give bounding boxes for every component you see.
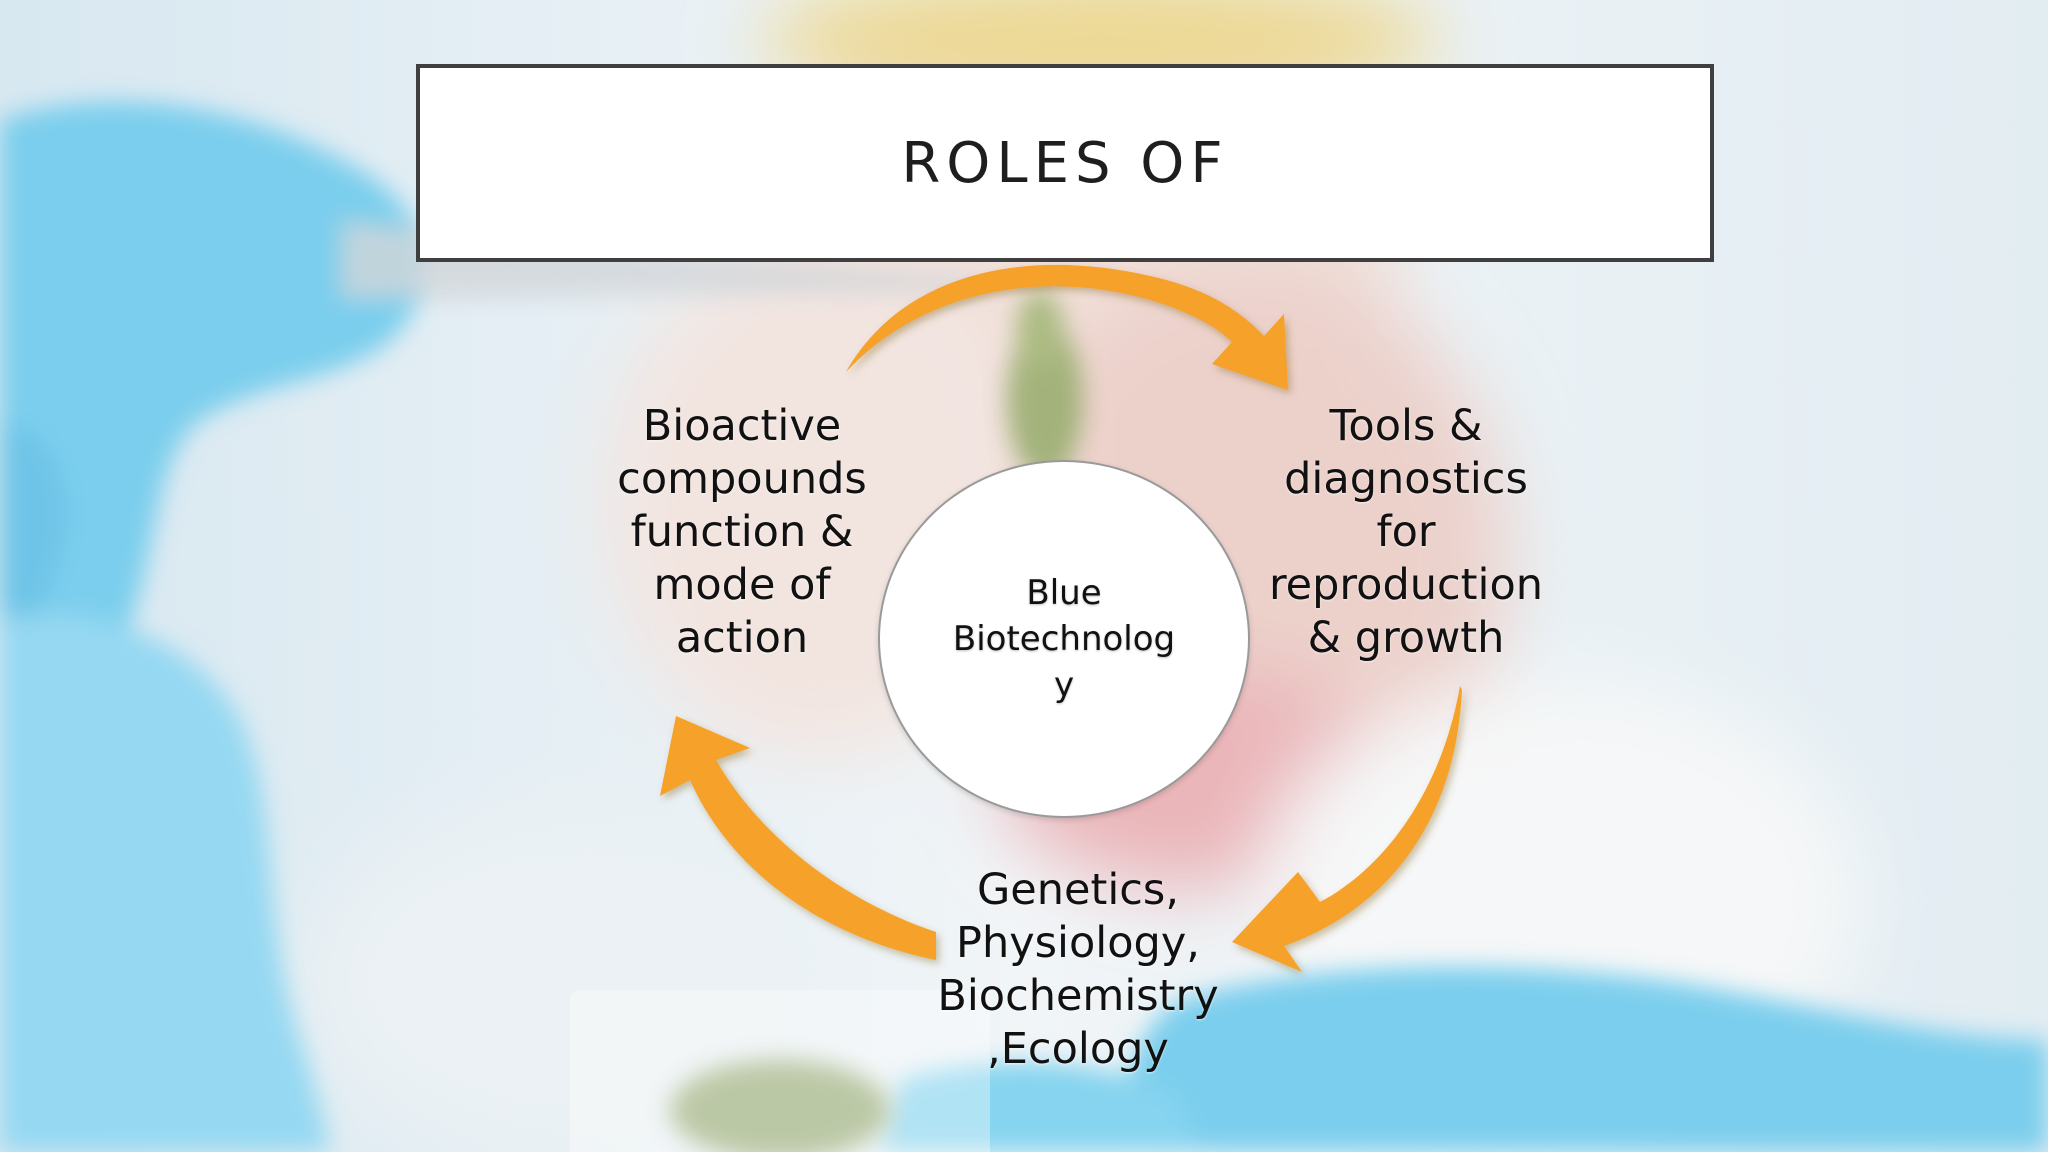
node-text: action <box>675 613 809 663</box>
center-text-line: Biotechnolog <box>952 619 1176 659</box>
node-text: Physiology, <box>956 918 1200 968</box>
node-text: function & <box>630 507 854 557</box>
node-text: ,Ecology <box>987 1024 1169 1074</box>
node-text: reproduction <box>1268 560 1544 610</box>
center-label: Blue Biotechnolog y <box>944 570 1184 708</box>
node-text: Genetics, <box>976 865 1179 915</box>
center-text-line: Blue <box>1026 573 1102 613</box>
center-text-line: y <box>1053 665 1075 705</box>
node-text: & growth <box>1307 613 1505 663</box>
node-text: Bioactive <box>642 401 842 451</box>
node-tools-diagnostics: Tools & diagnostics for reproduction & g… <box>1250 400 1562 665</box>
node-text: mode of <box>653 560 831 610</box>
node-text: diagnostics <box>1284 454 1528 504</box>
arrow-top <box>846 264 1288 390</box>
node-text: Biochemistry <box>937 971 1219 1021</box>
center-circle: Blue Biotechnolog y <box>878 460 1250 818</box>
node-text: Tools & <box>1329 401 1483 451</box>
arrow-right <box>1232 686 1462 972</box>
node-bioactive-compounds: Bioactive compounds function & mode of a… <box>582 400 902 665</box>
arrow-left <box>660 716 936 960</box>
node-genetics-physiology: Genetics, Physiology, Biochemistry ,Ecol… <box>918 864 1238 1076</box>
node-text: for <box>1376 507 1436 557</box>
title-box: ROLES OF <box>416 64 1714 262</box>
slide-title: ROLES OF <box>901 130 1229 196</box>
node-text: compounds <box>617 454 867 504</box>
